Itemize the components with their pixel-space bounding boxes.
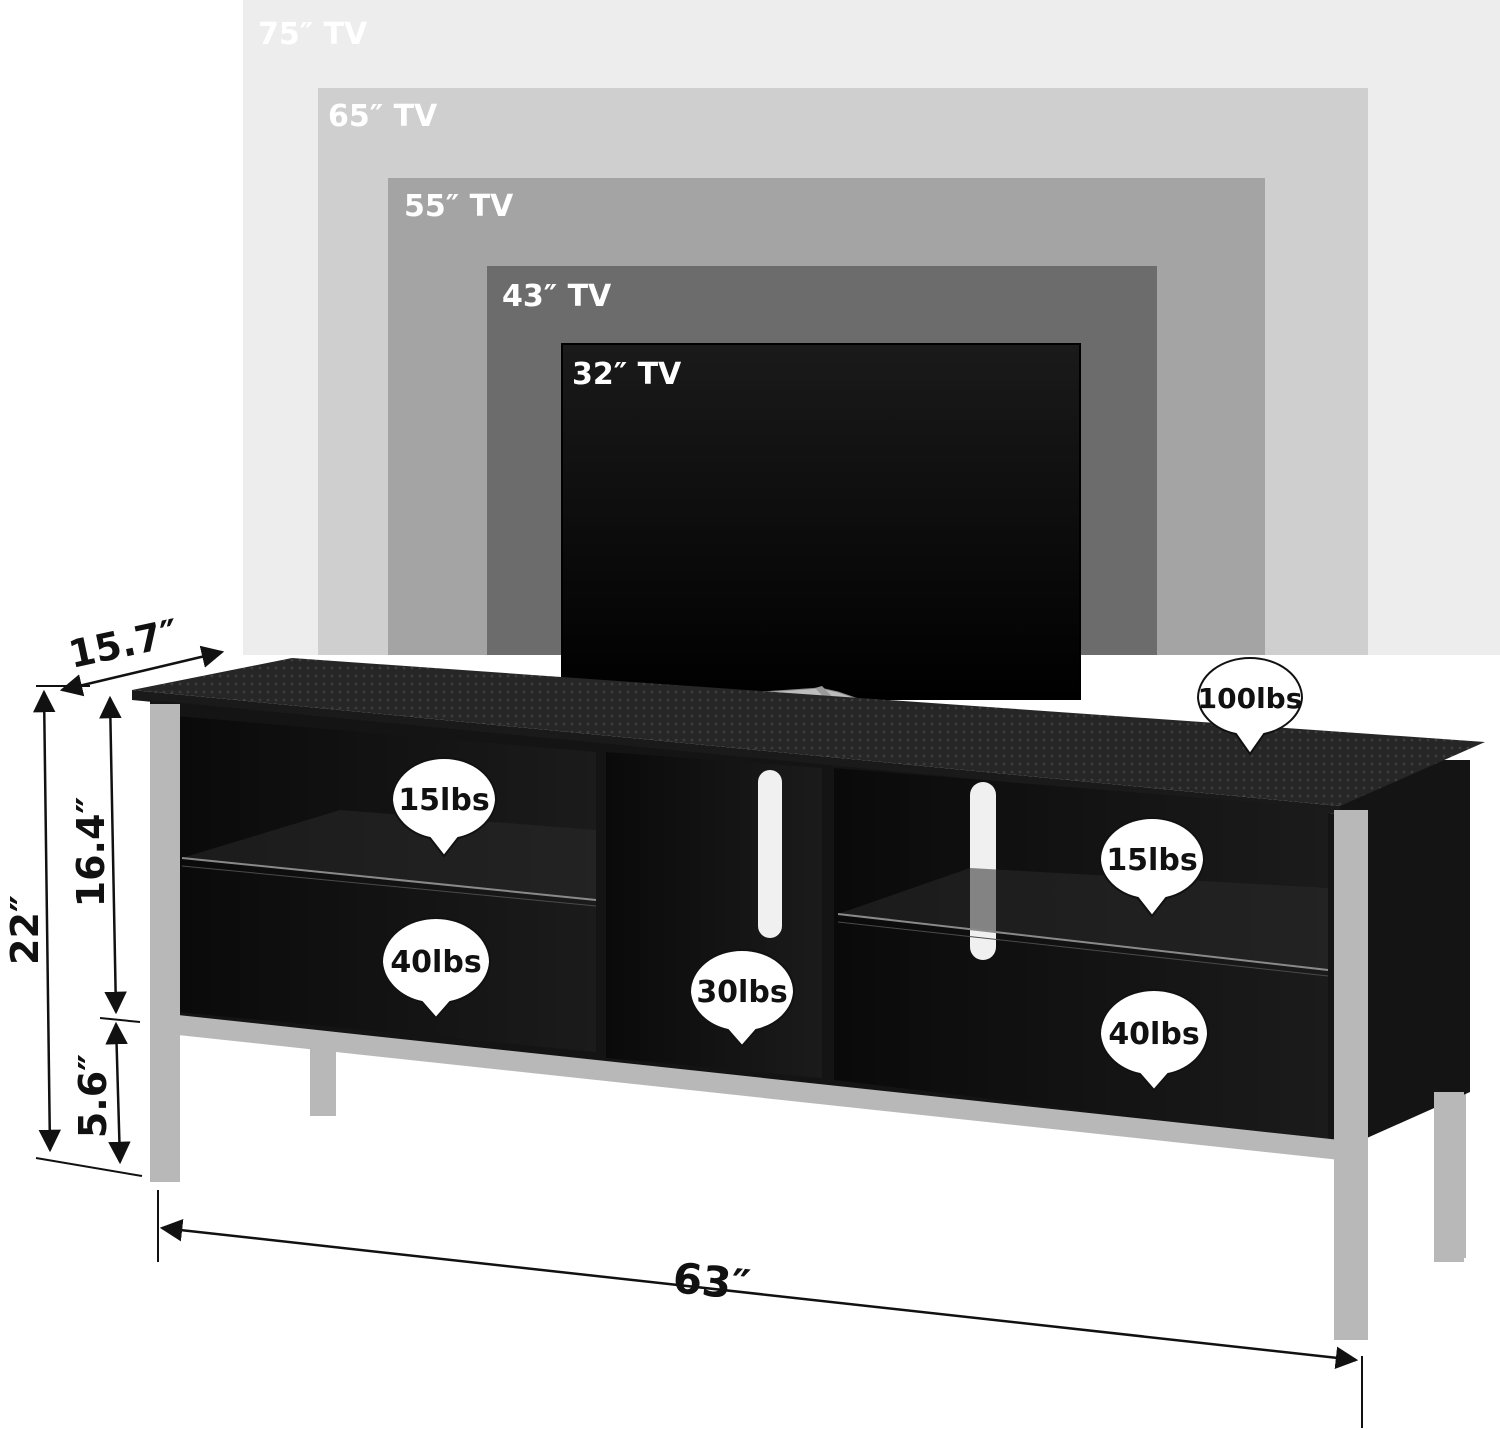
leg-inner-right	[1434, 1092, 1464, 1262]
total-height-line	[33, 689, 61, 1153]
stand-side-panel	[1340, 760, 1470, 1150]
tv-size-box-32	[562, 344, 1080, 699]
weight-balloon-top: 100lbs	[1196, 657, 1304, 756]
tv-label-75: 75″ TV	[258, 17, 368, 52]
weight-balloon-left-upper: 15lbs	[390, 757, 498, 858]
weight-balloon-right-upper: 15lbs	[1098, 817, 1206, 918]
weight-balloon-center: 30lbs	[688, 949, 796, 1048]
tv-label-65: 65″ TV	[328, 99, 438, 134]
cable-slot-center	[758, 770, 782, 938]
weight-label-right-upper: 15lbs	[1106, 843, 1197, 878]
leg-front-right	[1334, 810, 1368, 1340]
cabinet-height-line	[99, 695, 127, 1015]
stand-top-front-edge	[132, 690, 1340, 814]
left-glass-shelf	[182, 810, 596, 900]
leg-front-left	[150, 704, 180, 1182]
tv-label-32: 32″ TV	[572, 357, 682, 392]
center-cubby	[606, 752, 822, 1078]
weight-label-center: 30lbs	[696, 975, 787, 1010]
weight-label-left-upper: 15lbs	[398, 783, 489, 818]
stand-top	[132, 658, 1485, 806]
tv-size-comparison: 75″ TV 65″ TV 55″ TV 43″ TV 32″ TV	[243, 0, 1500, 700]
tv-label-55: 55″ TV	[404, 189, 514, 224]
cabinet-height-label: 16.4″	[69, 797, 113, 908]
tv-label-43: 43″ TV	[502, 279, 612, 314]
weight-label-left-lower: 40lbs	[390, 945, 481, 980]
total-height-label: 22″	[3, 895, 47, 965]
leg-back-left	[310, 1036, 336, 1116]
leg-height-line	[105, 1021, 131, 1165]
weight-balloon-right-lower: 40lbs	[1098, 989, 1210, 1092]
weight-balloons: 100lbs 15lbs 40lbs 30lbs 15lbs 40lbs	[380, 657, 1304, 1092]
weight-label-right-lower: 40lbs	[1108, 1017, 1199, 1052]
weight-label-top: 100lbs	[1198, 682, 1303, 715]
right-glass-shelf	[838, 868, 1328, 970]
weight-balloon-left-lower: 40lbs	[380, 917, 492, 1020]
width-label: 63″	[671, 1253, 753, 1310]
frame-bottom-rail	[150, 1012, 1340, 1160]
depth-line	[59, 645, 225, 697]
tv-stand	[132, 658, 1485, 1340]
leg-height-label: 5.6″	[71, 1054, 115, 1138]
width-line	[159, 1219, 1359, 1369]
